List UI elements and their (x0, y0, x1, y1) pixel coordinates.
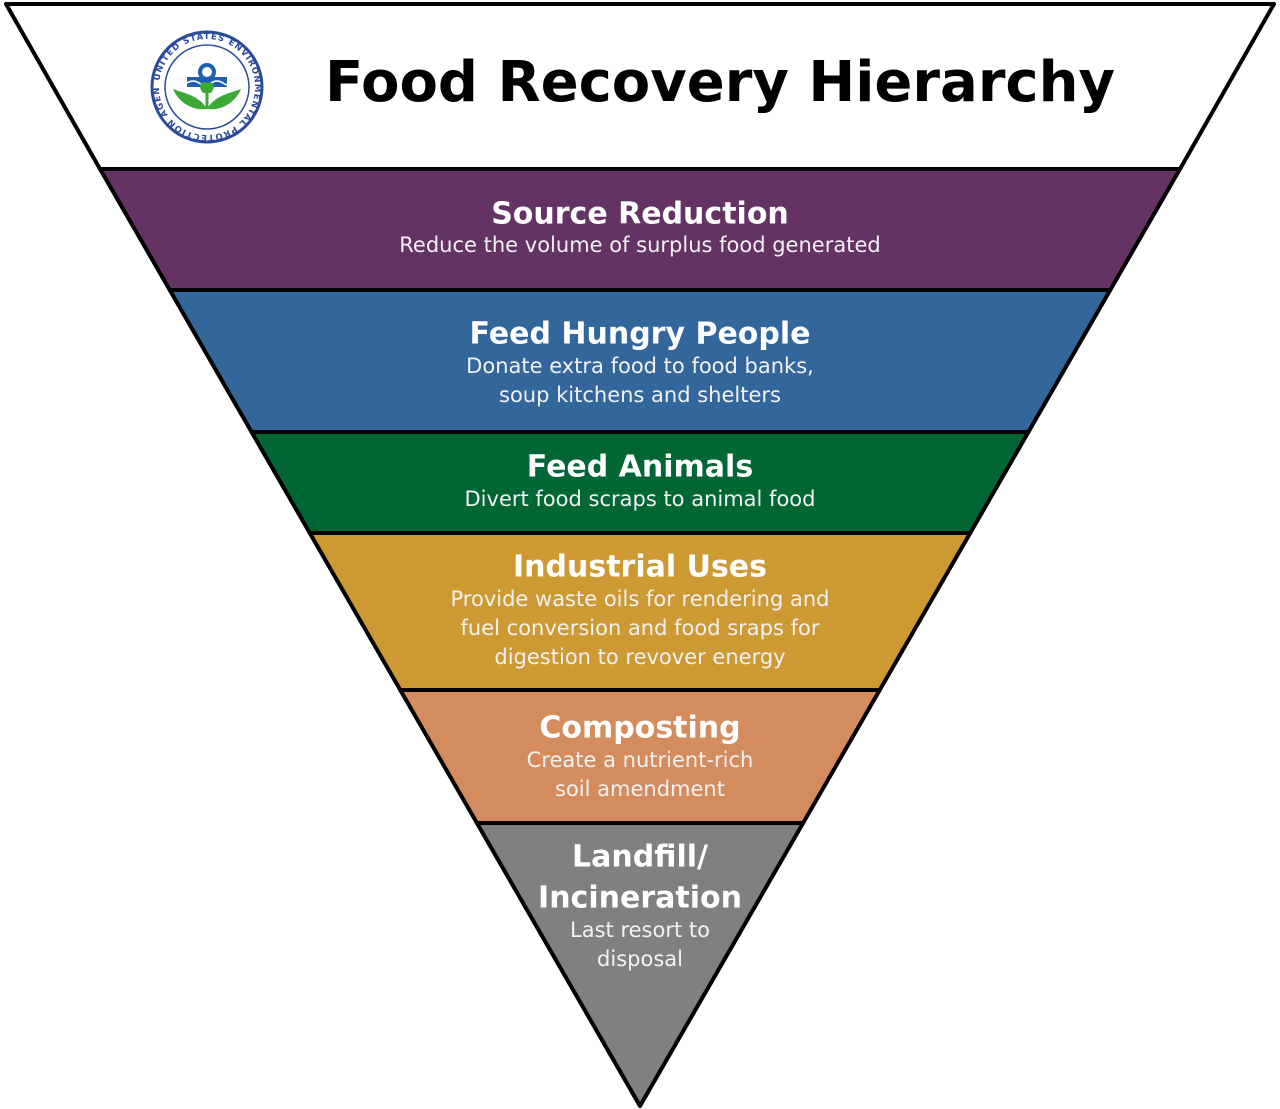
tier-description-1: Reduce the volume of surplus food genera… (399, 233, 880, 257)
tier-description-4: digestion to revover energy (494, 645, 785, 669)
tier-band-6 (474, 821, 806, 1108)
tier-title-6: Incineration (538, 881, 742, 916)
tier-description-5: soil amendment (555, 777, 725, 801)
tier-description-2: Donate extra food to food banks, (466, 354, 814, 378)
tier-title-6: Landfill/ (572, 840, 708, 875)
tier-description-3: Divert food scraps to animal food (465, 487, 816, 511)
tier-description-5: Create a nutrient-rich (527, 748, 754, 772)
tier-title-3: Feed Animals (527, 450, 753, 485)
tier-description-4: Provide waste oils for rendering and (451, 587, 830, 611)
tier-description-6: Last resort to (570, 918, 710, 942)
tier-title-4: Industrial Uses (513, 550, 767, 585)
epa-seal-icon: UNITED STATES ENVIRONMENTAL PROTECTION A… (150, 30, 264, 144)
tier-title-5: Composting (539, 711, 740, 746)
tier-description-6: disposal (597, 947, 683, 971)
tier-description-2: soup kitchens and shelters (499, 383, 781, 407)
tier-title-1: Source Reduction (491, 197, 789, 232)
tier-title-2: Feed Hungry People (469, 317, 810, 352)
tier-description-4: fuel conversion and food sraps for (461, 616, 820, 640)
page-title: Food Recovery Hierarchy (325, 50, 1115, 115)
